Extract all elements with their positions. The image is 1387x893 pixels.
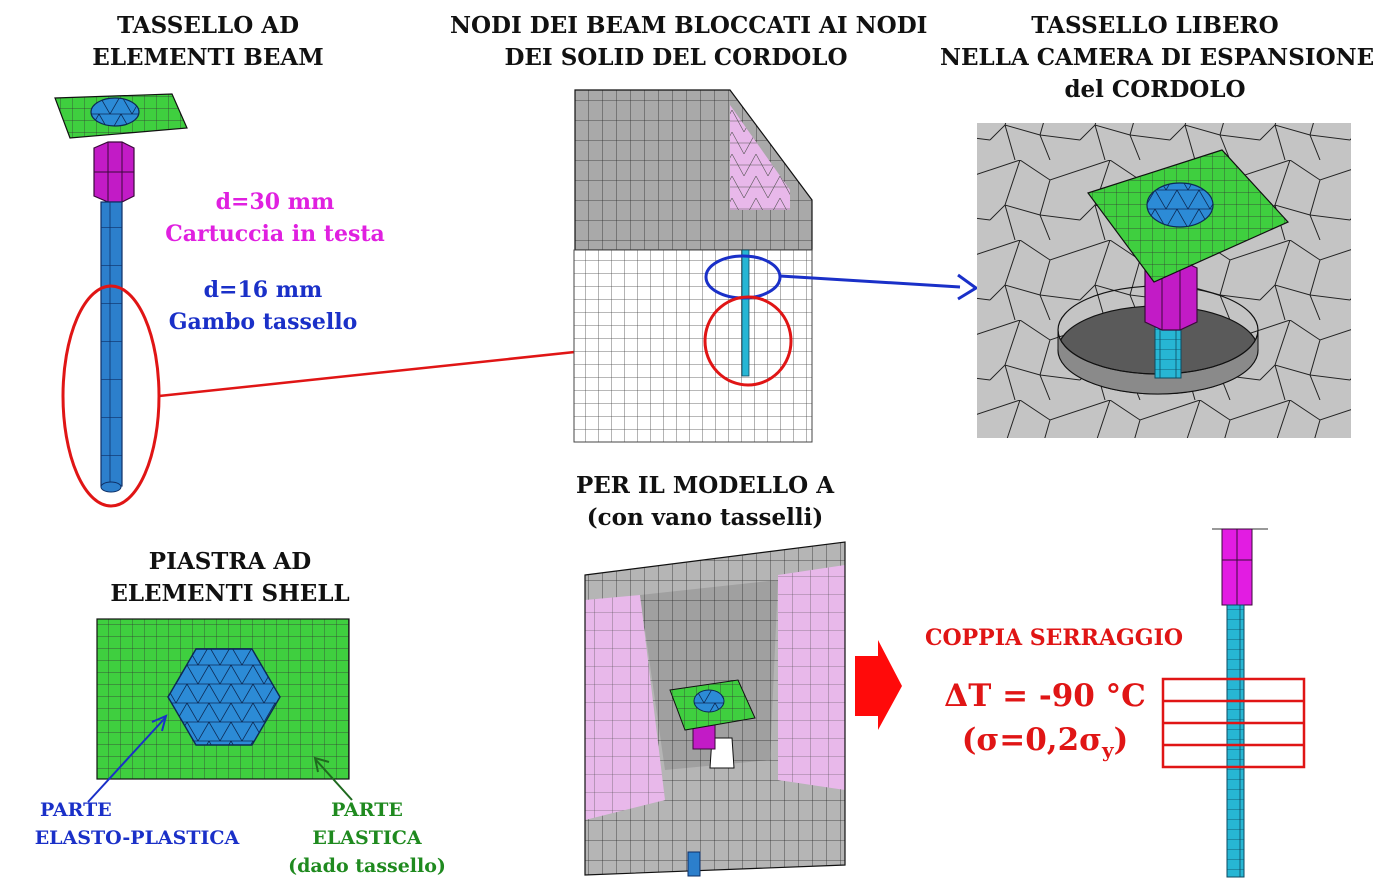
head-dimension-label: d=30 mm Cartuccia in testa [165,189,385,247]
cordolo-solid-model [573,89,813,443]
beam-in-solid [741,249,750,377]
preload-anchor-model [1161,528,1306,878]
title-model-a: PER IL MODELLO A (con vano tasselli) [575,472,835,531]
preload-title: COPPIA SERRAGGIO [924,625,1184,651]
expansion-chamber-model [977,123,1351,438]
beam-anchor-model [54,93,188,508]
model-a-anchor-head [692,724,716,750]
model-a-pocket [584,541,846,877]
model-a-hole [709,737,735,769]
delta-t-label: ΔT = -90 °C [944,678,1146,714]
title-free-anchor: TASSELLO LIBERO NELLA CAMERA DI ESPANSIO… [940,12,1375,103]
elastic-part-label: PARTE ELASTICA (dado tassello) [288,799,446,877]
title-beam-anchor: TASSELLO AD ELEMENTI BEAM [92,12,324,71]
elasto-plastic-pointer [87,717,166,803]
red-highlight-ellipse [703,295,793,387]
model-a-anchor-shank [687,851,701,877]
elastic-pointer [315,759,353,801]
sigma-label: (σ=0,2σy) [961,722,1129,763]
title-shell-plate: PIASTRA AD ELEMENTI SHELL [110,548,350,607]
title-beam-nodes: NODI DEI BEAM BLOCCATI AI NODI DEI SOLID… [450,12,928,71]
red-block-arrow [855,640,902,730]
shank-dimension-label: d=16 mm Gambo tassello [168,277,358,335]
elasto-plastic-part-label: PARTE ELASTO-PLASTICA [34,799,240,849]
shell-plate-model [87,618,353,803]
blue-link-arrow [779,274,961,289]
